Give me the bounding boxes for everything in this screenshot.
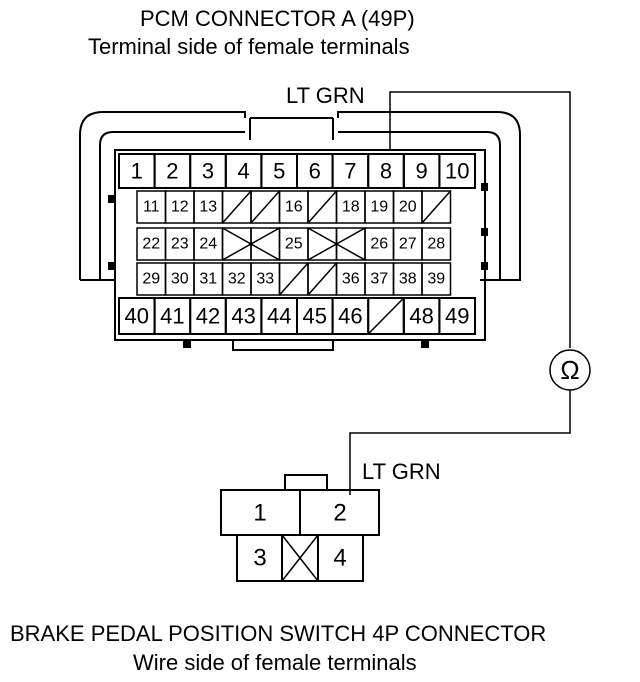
pcm-pin-6: 6 xyxy=(309,159,321,184)
pcm-connector-housing xyxy=(79,111,521,351)
pcm-pin-43: 43 xyxy=(231,304,255,329)
pcm-pin-25: 25 xyxy=(285,236,303,253)
pcm-pin-41: 41 xyxy=(160,304,184,329)
pcm-pin-7: 7 xyxy=(344,159,356,184)
pcm-pin-27: 27 xyxy=(399,236,417,253)
pcm-pin-28: 28 xyxy=(427,236,445,253)
pcm-pin-40: 40 xyxy=(125,304,149,329)
pcm-row2-cell xyxy=(421,190,452,224)
pcm-connector-subtitle: Terminal side of female terminals xyxy=(88,34,410,59)
bpp-connector-title: BRAKE PEDAL POSITION SWITCH 4P CONNECTOR xyxy=(10,621,546,646)
pcm-pin-4: 4 xyxy=(237,159,249,184)
pcm-pin-46: 46 xyxy=(338,304,362,329)
pcm-pin-42: 42 xyxy=(196,304,220,329)
pcm-pin-38: 38 xyxy=(399,271,417,288)
pcm-row5-cell xyxy=(438,297,476,335)
pcm-connector-title: PCM CONNECTOR A (49P) xyxy=(140,6,415,31)
pcm-row4-cell xyxy=(421,262,452,296)
pcm-pin-8: 8 xyxy=(380,159,392,184)
pcm-row3-cell xyxy=(421,227,452,261)
pcm-pin-18: 18 xyxy=(342,199,360,216)
pcm-row1-cell xyxy=(438,153,476,189)
pcm-pin-13: 13 xyxy=(199,199,217,216)
pcm-pin-33: 33 xyxy=(256,271,274,288)
pcm-pin-37: 37 xyxy=(370,271,388,288)
pcm-row3-cell xyxy=(250,227,281,261)
pcm-pin-20: 20 xyxy=(399,199,417,216)
pcm-pin-9: 9 xyxy=(415,159,427,184)
pcm-pin-11: 11 xyxy=(143,199,160,216)
bpp-pin-1: 1 xyxy=(253,500,266,527)
wire-label-bottom: LT GRN xyxy=(362,459,441,484)
pcm-pin-2: 2 xyxy=(166,159,178,184)
pcm-pin-10: 10 xyxy=(445,159,469,184)
bpp-pin-3: 3 xyxy=(253,545,266,572)
pcm-pin-44: 44 xyxy=(267,304,291,329)
pcm-pin-22: 22 xyxy=(142,236,160,253)
pcm-pin-48: 48 xyxy=(409,304,433,329)
pcm-row3-cell xyxy=(221,227,252,261)
pcm-pin-3: 3 xyxy=(202,159,214,184)
pcm-pin-12: 12 xyxy=(171,199,189,216)
pcm-pin-16: 16 xyxy=(285,199,303,216)
pcm-pin-24: 24 xyxy=(199,236,217,253)
pcm-row3-cell xyxy=(307,227,338,261)
pcm-pin-36: 36 xyxy=(342,271,360,288)
pcm-pin-39: 39 xyxy=(427,271,445,288)
pcm-pin-30: 30 xyxy=(171,271,189,288)
pcm-pin-49: 49 xyxy=(445,304,469,329)
bpp-pin-4: 4 xyxy=(333,545,346,572)
pcm-pin-5: 5 xyxy=(273,159,285,184)
pcm-pin-23: 23 xyxy=(171,236,189,253)
pcm-row3-cell xyxy=(335,227,366,261)
bpp-connector-subtitle: Wire side of female terminals xyxy=(133,650,417,675)
pcm-pin-29: 29 xyxy=(142,271,160,288)
wire-label-top: LT GRN xyxy=(286,83,365,108)
pcm-pin-26: 26 xyxy=(370,236,388,253)
pcm-pin-19: 19 xyxy=(370,199,388,216)
pcm-pin-45: 45 xyxy=(303,304,327,329)
pcm-pin-31: 31 xyxy=(199,271,217,288)
ohm-icon: Ω xyxy=(560,355,579,385)
pcm-pin-32: 32 xyxy=(228,271,246,288)
test-wire: Ω xyxy=(349,91,591,495)
pcm-pin-1: 1 xyxy=(131,159,143,184)
bpp-pin-2: 2 xyxy=(333,500,346,527)
bpp-connector: 1 2 3 4 xyxy=(220,474,380,582)
